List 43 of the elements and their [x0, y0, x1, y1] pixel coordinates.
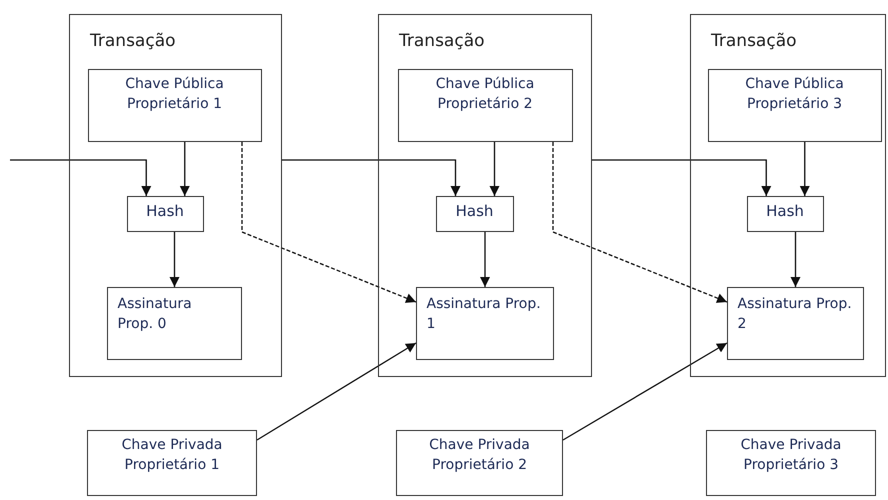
key-box [87, 430, 257, 496]
signature-box [416, 286, 554, 360]
dashed-arrow [552, 142, 728, 303]
hash-box [746, 196, 824, 232]
key-box [398, 68, 572, 142]
arrow [180, 142, 190, 196]
box-label: Chave Privada Proprietário 1 [120, 436, 224, 475]
box-label: Chave Pública Proprietário 3 [744, 74, 845, 114]
signature-box [726, 286, 864, 360]
arrow [282, 159, 460, 196]
arrow [562, 342, 728, 441]
arrow [10, 159, 152, 196]
key-box [708, 68, 882, 142]
transaction-frame [378, 14, 592, 377]
box-label: Hash [145, 200, 185, 222]
transaction-frame [69, 14, 282, 377]
box-label: Assinatura Prop. 2 [736, 294, 853, 334]
arrow [490, 142, 500, 196]
arrow [800, 142, 810, 196]
dashed-arrow [241, 142, 416, 303]
hash-box [436, 196, 514, 232]
key-box [396, 430, 563, 496]
arrow [170, 232, 180, 287]
arrow [256, 342, 416, 441]
box-label: Chave Pública Proprietário 2 [434, 74, 536, 114]
frame-title: Transação [90, 31, 176, 51]
arrow [592, 159, 772, 196]
frame-title: Transação [399, 31, 485, 51]
box-label: Chave Privada Proprietário 2 [428, 436, 531, 475]
key-box [88, 68, 262, 142]
box-label: Chave Pública Proprietário 1 [124, 74, 225, 114]
box-label: Assinatura Prop. 0 [116, 294, 193, 334]
hash-box [126, 196, 204, 232]
signature-box [106, 286, 242, 360]
key-box [706, 430, 876, 496]
arrow [480, 232, 490, 287]
box-label: Chave Privada Proprietário 3 [740, 436, 842, 475]
box-label: Hash [454, 200, 494, 222]
frame-title: Transação [711, 31, 797, 51]
box-label: Assinatura Prop. 1 [426, 294, 542, 334]
box-label: Hash [765, 200, 805, 222]
transaction-frame [690, 14, 886, 377]
arrow [790, 232, 800, 287]
